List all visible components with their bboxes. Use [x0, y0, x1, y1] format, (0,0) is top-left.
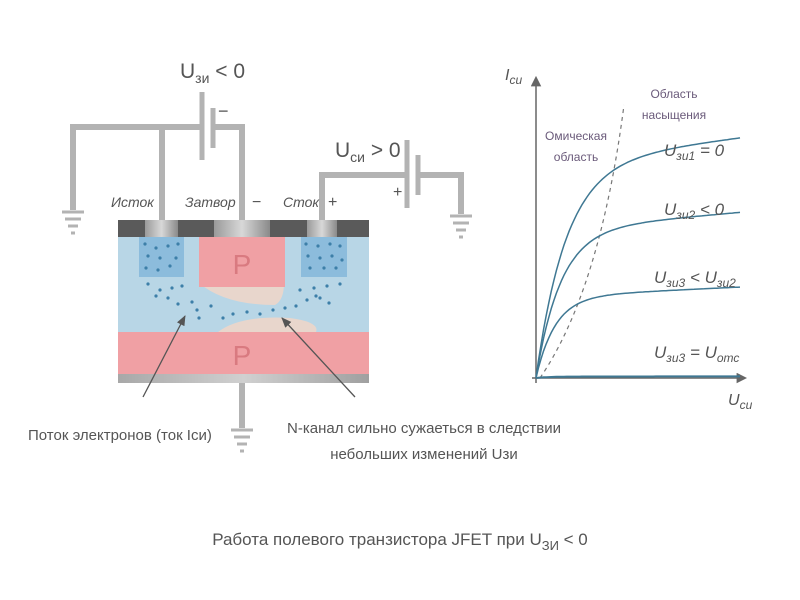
electron-dot	[195, 308, 199, 312]
electron-dot	[305, 298, 309, 302]
electron-dot	[176, 302, 180, 306]
electron-dot	[271, 308, 275, 312]
electron-dot	[327, 301, 331, 305]
electron-dot	[318, 256, 322, 260]
drain-battery-plus: +	[393, 184, 402, 201]
electron-flow-arrow	[142, 315, 186, 398]
iv-curve-2	[535, 211, 741, 379]
electron-dot	[328, 242, 332, 246]
electron-dot	[209, 304, 213, 308]
source-terminal-label: Исток	[111, 194, 155, 210]
electron-dot	[338, 244, 342, 248]
drain-plus-sign: +	[328, 194, 337, 211]
electron-dot	[312, 286, 316, 290]
electron-dots	[143, 242, 344, 320]
channel-narrowing-annotation-line2: небольших изменений Uзи	[330, 446, 518, 463]
gate-depletion-region	[199, 283, 284, 305]
electron-dot	[306, 254, 310, 258]
electron-dot	[176, 242, 180, 246]
gate-battery-minus: −	[218, 101, 229, 121]
gate-p-label: P	[233, 249, 252, 280]
saturation-region-label-line1: Область	[650, 87, 697, 101]
electron-dot	[197, 316, 201, 320]
electron-dot	[304, 242, 308, 246]
electron-dot	[154, 294, 158, 298]
electron-dot	[340, 258, 344, 262]
electron-dot	[156, 268, 160, 272]
wire-gate	[213, 124, 245, 222]
electron-dot	[166, 244, 170, 248]
electron-dot	[144, 266, 148, 270]
drain-terminal-label: Сток	[283, 194, 320, 210]
electron-dot	[330, 254, 334, 258]
ground-icon-left	[62, 210, 84, 235]
source-contact	[145, 220, 178, 237]
electron-dot	[283, 306, 287, 310]
electron-dot	[146, 282, 150, 286]
iv-curve-4	[535, 375, 740, 379]
gate-p-region	[199, 237, 285, 287]
ground-icon-bottom	[231, 428, 253, 453]
electron-dot	[174, 256, 178, 260]
iv-curve-1	[535, 137, 741, 379]
bottom-contact-strip	[118, 374, 369, 383]
wire-drain-ground	[420, 172, 464, 214]
electron-flow-annotation: Поток электронов (ток Iси)	[28, 427, 212, 444]
electron-dot	[190, 300, 194, 304]
output-characteristics-chart: Iси Uси Омическая область Область насыще…	[505, 67, 753, 412]
saturation-region-label-line2: насыщения	[642, 108, 706, 122]
ground-icon-right	[450, 214, 472, 239]
electron-dot	[325, 284, 329, 288]
electron-dot	[168, 264, 172, 268]
gate-minus-sign: −	[252, 194, 261, 211]
x-axis-label: Uси	[728, 392, 753, 412]
ohmic-region-label-line1: Омическая	[545, 129, 607, 143]
electron-dot	[294, 304, 298, 308]
electron-dot	[338, 282, 342, 286]
iv-curve-3	[535, 286, 741, 379]
y-axis-label: Iси	[505, 67, 522, 87]
drain-battery-icon	[404, 140, 421, 208]
wire-drain	[319, 172, 407, 222]
electron-dot	[314, 294, 318, 298]
substrate-p-label: P	[233, 340, 252, 371]
curve-label-2: Uзи2 < 0	[664, 200, 725, 222]
electron-dot	[322, 266, 326, 270]
transistor-body: P P	[118, 220, 369, 383]
electron-dot	[143, 242, 147, 246]
figure-caption: Работа полевого транзистора JFET при UЗИ…	[212, 530, 588, 553]
ohmic-region-label-line2: область	[554, 150, 598, 164]
gate-contact	[214, 220, 270, 237]
gate-terminal-label: Затвор	[185, 194, 236, 210]
channel-narrowing-annotation-line1: N-канал сильно сужаеться в следствии	[287, 420, 561, 437]
electron-dot	[231, 312, 235, 316]
saturation-boundary-dashed-line	[539, 104, 625, 379]
curve-label-3: Uзи3 < Uзи2	[654, 268, 736, 290]
electron-dot	[180, 284, 184, 288]
electron-dot	[154, 246, 158, 250]
electron-dot	[245, 310, 249, 314]
curve-label-4: Uзи3 = Uотс	[654, 343, 739, 365]
electron-dot	[146, 254, 150, 258]
electron-dot	[298, 288, 302, 292]
electron-dot	[158, 256, 162, 260]
electron-dot	[334, 266, 338, 270]
drain-source-voltage-label: Uси > 0	[335, 139, 401, 165]
curve-label-1: Uзи1 = 0	[664, 141, 725, 163]
electron-dot	[221, 316, 225, 320]
electron-dot	[316, 244, 320, 248]
channel-narrowing-arrow	[281, 317, 356, 398]
circuit-wires	[70, 124, 464, 428]
electron-dot	[258, 312, 262, 316]
electron-dot	[308, 266, 312, 270]
electron-dot	[318, 296, 322, 300]
electron-dot	[166, 296, 170, 300]
electron-dot	[158, 288, 162, 292]
drain-contact	[307, 220, 337, 237]
gate-source-voltage-label: Uзи < 0	[180, 60, 245, 86]
electron-dot	[170, 286, 174, 290]
gate-battery-icon	[199, 92, 216, 160]
